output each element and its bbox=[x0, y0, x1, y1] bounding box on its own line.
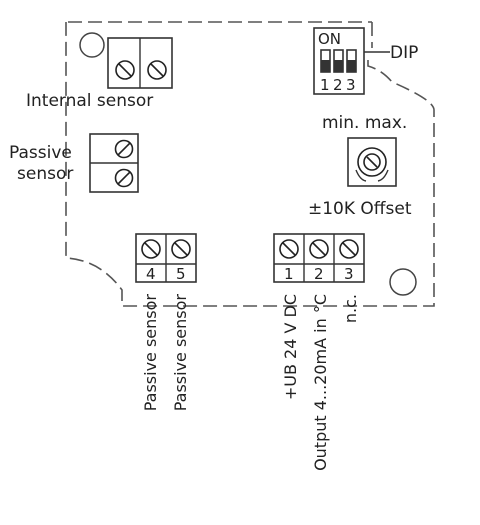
mounting-hole-top-left bbox=[79, 32, 105, 58]
terminal-block-power-output: 1 2 3 bbox=[273, 233, 365, 283]
terminal-block-passive: 4 5 bbox=[135, 233, 197, 283]
dip-switch: ON 1 2 3 bbox=[313, 27, 365, 95]
terminal-number-5: 5 bbox=[176, 265, 186, 283]
terminal-number-1: 1 bbox=[284, 265, 294, 283]
not-connected-label: n.c. bbox=[341, 294, 360, 323]
passive-sensor-label-line1: Passive bbox=[9, 143, 72, 163]
terminal-number-4: 4 bbox=[146, 265, 156, 283]
passive-sensor-terminal-4-label: Passive sensor bbox=[141, 294, 160, 412]
dip-label: DIP bbox=[390, 43, 418, 63]
passive-sensor-terminal bbox=[89, 133, 139, 193]
internal-sensor-terminal bbox=[107, 37, 173, 89]
passive-sensor-label-line2: sensor bbox=[17, 164, 73, 184]
dip-number-3: 3 bbox=[346, 76, 356, 94]
offset-label: ±10K Offset bbox=[308, 199, 412, 219]
offset-potentiometer bbox=[347, 137, 397, 187]
mounting-hole-bottom-right bbox=[389, 268, 417, 296]
housing-outline bbox=[65, 21, 435, 307]
output-signal-label: Output 4...20mA in °C bbox=[311, 294, 330, 471]
passive-sensor-terminal-5-label: Passive sensor bbox=[171, 294, 190, 412]
supply-voltage-label: +UB 24 V DC bbox=[281, 294, 300, 400]
terminal-number-3: 3 bbox=[344, 265, 354, 283]
dip-on-label: ON bbox=[318, 30, 341, 48]
min-max-label: min. max. bbox=[322, 113, 407, 133]
dip-number-2: 2 bbox=[333, 76, 343, 94]
terminal-number-2: 2 bbox=[314, 265, 324, 283]
internal-sensor-label: Internal sensor bbox=[26, 91, 153, 111]
dip-number-1: 1 bbox=[320, 76, 330, 94]
